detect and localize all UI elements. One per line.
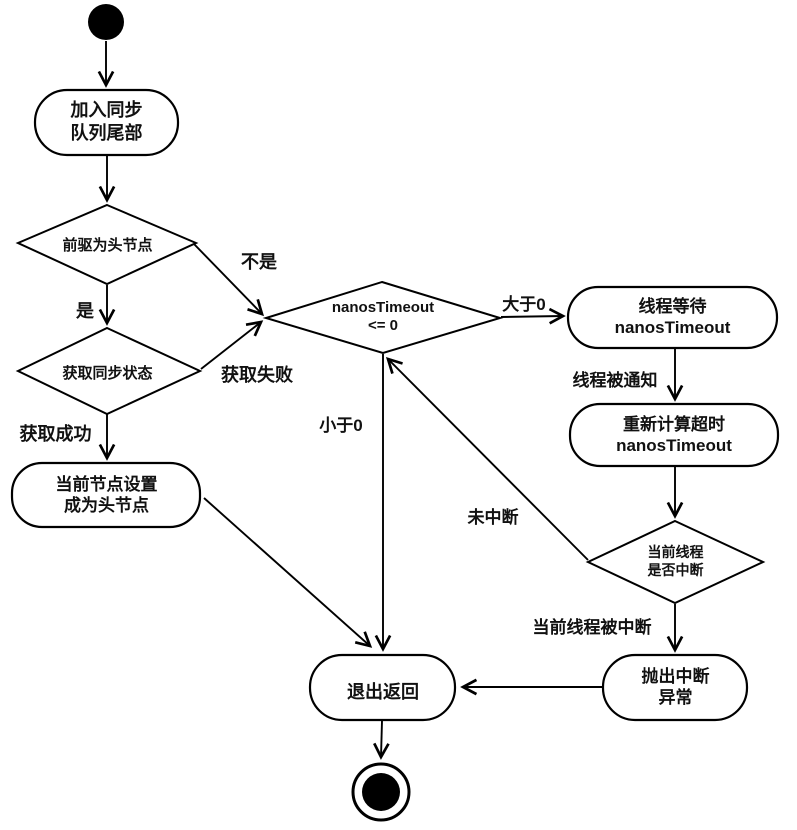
edge-set-head-to-exit — [203, 497, 373, 648]
activity-throw-exception-shape — [601, 653, 749, 722]
edge-no-pred-to-nanos-check — [193, 243, 265, 317]
edge-not-interrupted-to-nanos-check — [385, 356, 589, 561]
decision-pred-is-head-shape — [15, 203, 199, 286]
start-node — [88, 4, 124, 40]
decision-acquire-state-shape — [15, 326, 203, 416]
edge-fail-to-nanos-check — [200, 320, 264, 370]
decision-nanos-check-shape — [262, 280, 504, 355]
activity-thread-wait-shape — [566, 285, 779, 350]
activity-recalc-timeout-shape — [568, 402, 780, 468]
edge-exit-to-end — [373, 720, 390, 760]
end-node-core — [362, 773, 400, 811]
activity-exit-return-shape — [308, 653, 457, 722]
activity-enqueue-shape — [33, 88, 180, 157]
decision-interrupt-check-shape — [585, 519, 766, 605]
edge-gt-zero-to-thread-wait — [500, 307, 566, 325]
activity-set-head-shape — [10, 461, 202, 529]
